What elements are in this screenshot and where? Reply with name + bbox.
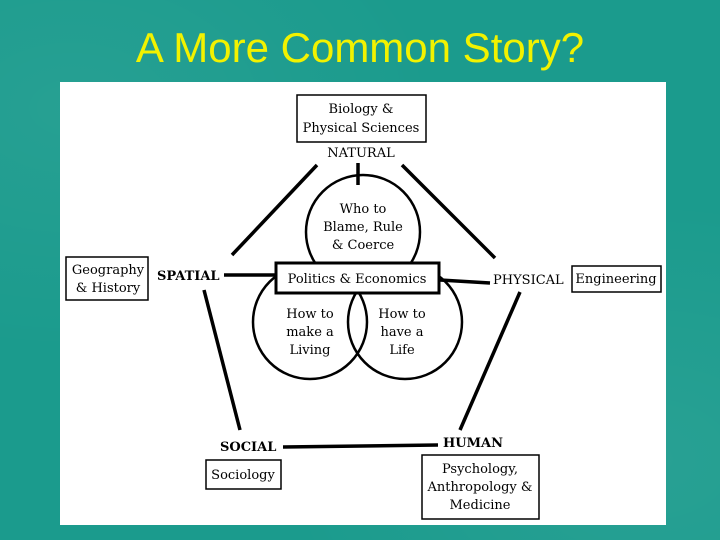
vertex-natural: NATURAL (327, 146, 395, 161)
vertex-social: SOCIAL (220, 440, 276, 455)
slide-title: A More Common Story? (135, 24, 585, 71)
discipline-bottom-right-line3: Medicine (450, 498, 511, 513)
edge-natural-spatial (230, 163, 319, 257)
discipline-box-bottom-left (205, 459, 282, 490)
vertex-human: HUMAN (443, 436, 503, 451)
circle-living-line3: Living (290, 343, 331, 358)
circle-living-line1: How to (286, 307, 334, 322)
discipline-box-right (571, 265, 662, 293)
discipline-box-bottom-right (421, 454, 540, 520)
discipline-top-line2: Physical Sciences (303, 121, 420, 136)
center-box-label: Politics & Economics (288, 272, 427, 287)
discipline-left-line1: Geography (72, 263, 145, 278)
vertex-physical: PHYSICAL (493, 273, 564, 288)
circle-living-line2: make a (286, 325, 334, 340)
discipline-right-line1: Engineering (575, 272, 656, 287)
edge-physical-box (439, 278, 491, 285)
edge-physical-human (458, 291, 522, 431)
circle-blame-line3: & Coerce (332, 238, 395, 253)
circle-life-line1: How to (378, 307, 426, 322)
circle-life-line3: Life (389, 343, 415, 358)
discipline-box-left (65, 256, 149, 301)
center-box (274, 261, 441, 295)
edge-social-human (282, 443, 439, 449)
discipline-left-line2: & History (76, 281, 141, 296)
circle-blame-line1: Who to (340, 202, 387, 217)
discipline-top-line1: Biology & (329, 102, 394, 117)
discipline-bottom-right-line1: Psychology, (442, 462, 518, 477)
circle-life-line2: have a (380, 325, 423, 340)
discipline-box-top (296, 94, 427, 143)
discipline-bottom-right-line2: Anthropology & (427, 480, 533, 495)
vertex-spatial: SPATIAL (157, 269, 220, 284)
edge-spatial-social (202, 289, 242, 431)
edge-natural-physical (400, 163, 497, 260)
circle-blame-line2: Blame, Rule (323, 220, 403, 235)
discipline-bottom-left-line1: Sociology (211, 468, 275, 483)
